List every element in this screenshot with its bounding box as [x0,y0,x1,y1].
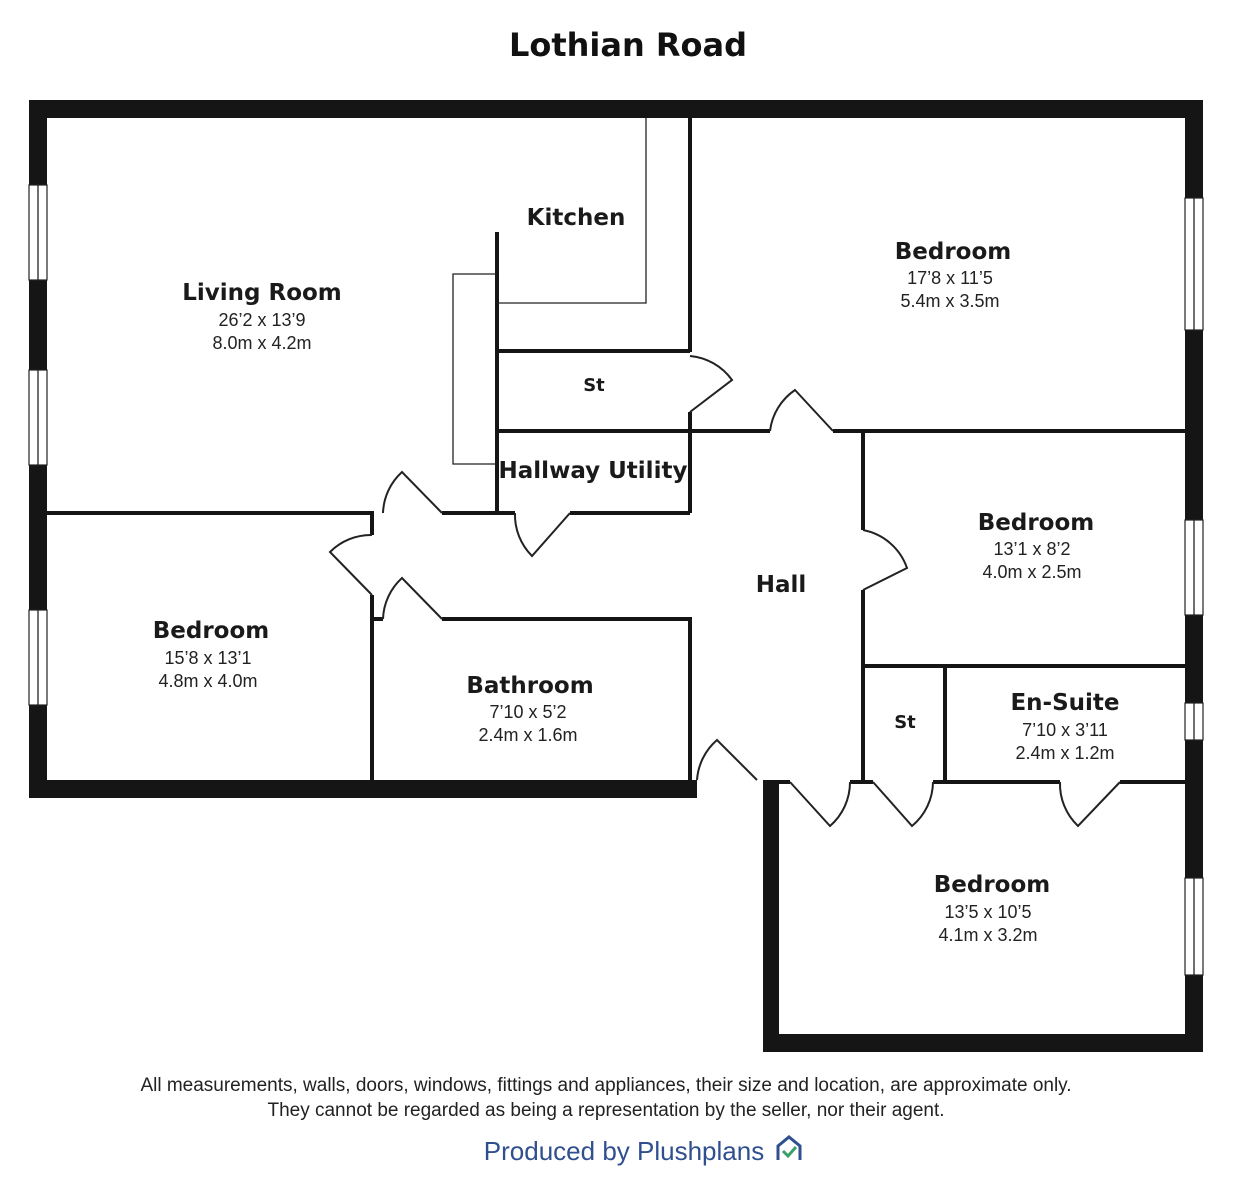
room-bedroom-1: Bedroom 17’8 x 11’5 5.4m x 3.5m [895,239,1012,311]
room-size-imperial: 17’8 x 11’5 [907,268,993,288]
plushplans-logo-icon [776,1135,802,1160]
window [1184,519,1204,616]
disclaimer-line-2: They cannot be regarded as being a repre… [267,1100,944,1121]
plan-title: Lothian Road [509,26,747,64]
window [28,369,48,466]
room-en-suite: En-Suite 7’10 x 3’11 2.4m x 1.2m [1010,690,1119,763]
room-hall: Hall [756,572,807,598]
room-name: Bedroom [934,872,1051,898]
room-size-metric: 4.1m x 3.2m [938,925,1037,945]
room-kitchen: Kitchen [527,205,626,231]
room-size-imperial: 13’1 x 8’2 [993,539,1070,559]
window [28,184,48,281]
credit-text: Produced by Plushplans [484,1136,764,1166]
room-size-metric: 4.0m x 2.5m [982,562,1081,582]
room-name: Bedroom [978,510,1095,536]
room-name: En-Suite [1010,690,1119,716]
room-living-room: Living Room 26’2 x 13’9 8.0m x 4.2m [182,280,342,353]
window [1184,702,1204,741]
room-size-metric: 4.8m x 4.0m [158,671,257,691]
room-store-2: St [894,712,916,733]
room-size-metric: 2.4m x 1.2m [1015,743,1114,763]
window [1184,877,1204,976]
room-bedroom-3: Bedroom 15’8 x 13’1 4.8m x 4.0m [153,618,270,691]
interior-walls [47,118,1185,784]
room-bathroom: Bathroom 7’10 x 5’2 2.4m x 1.6m [466,673,593,745]
room-size-metric: 8.0m x 4.2m [212,333,311,353]
windows [28,184,1204,976]
room-name: Bedroom [895,239,1012,265]
room-size-imperial: 15’8 x 13’1 [164,648,251,668]
room-hallway-utility: Hallway Utility [499,458,688,484]
room-name: Bathroom [466,673,593,699]
room-size-imperial: 7’10 x 3’11 [1022,720,1108,740]
room-store: St [583,375,605,396]
room-size-imperial: 26’2 x 13’9 [218,310,305,330]
window [28,609,48,706]
room-name: Living Room [182,280,342,306]
window [1184,197,1204,331]
room-size-imperial: 7’10 x 5’2 [489,702,566,722]
room-size-imperial: 13’5 x 10’5 [944,902,1031,922]
disclaimer-line-1: All measurements, walls, doors, windows,… [140,1075,1071,1096]
room-size-metric: 5.4m x 3.5m [900,291,999,311]
room-size-metric: 2.4m x 1.6m [478,725,577,745]
room-name: Bedroom [153,618,270,644]
doors [328,355,1121,828]
room-bedroom-4: Bedroom 13’5 x 10’5 4.1m x 3.2m [934,872,1051,945]
room-bedroom-2: Bedroom 13’1 x 8’2 4.0m x 2.5m [978,510,1095,582]
